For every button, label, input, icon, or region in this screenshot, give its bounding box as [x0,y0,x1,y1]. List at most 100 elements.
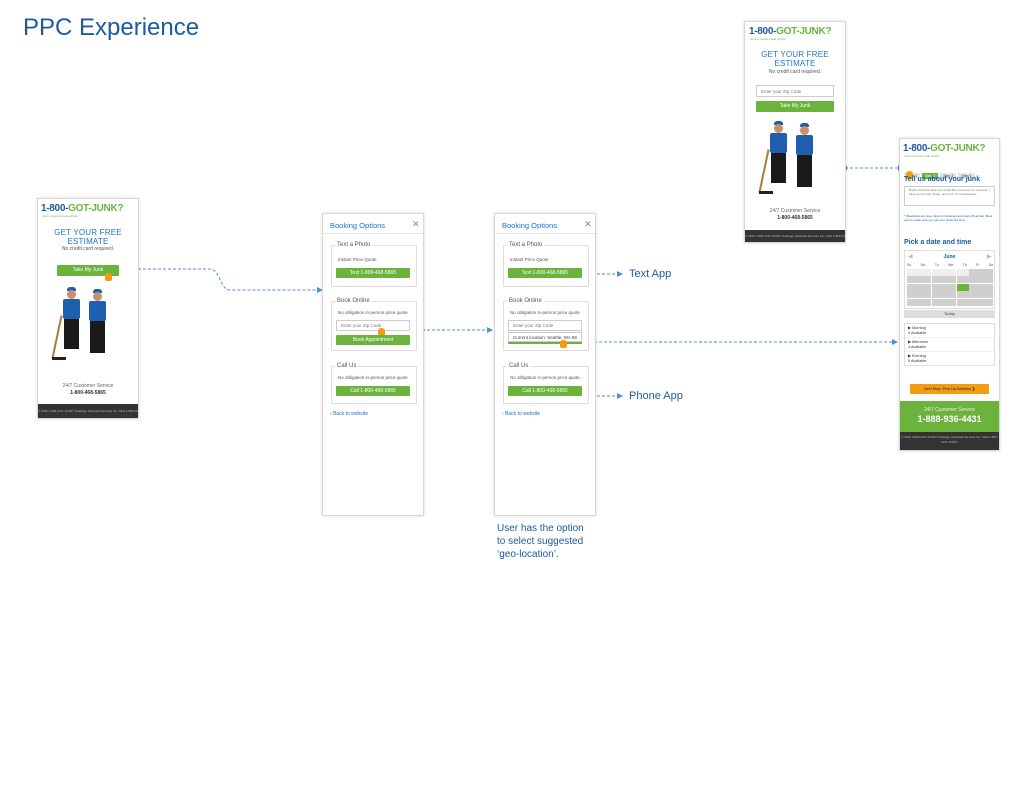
text-photo-sub: Instant Price Quote [510,257,549,262]
customer-service-label: 24/7 Customer Service [769,208,821,214]
customer-service-phone[interactable]: 1-800-468-5865 [777,215,813,221]
calendar-day[interactable] [919,291,932,299]
text-photo-title: Text a Photo [507,242,545,248]
calendar-day[interactable] [981,276,994,284]
calendar-day[interactable] [907,276,919,284]
brand-tagline: Junk removal made simple [750,37,786,41]
calendar-day[interactable] [907,298,919,306]
calendar-day[interactable] [956,283,969,291]
calendar-day[interactable] [919,269,932,276]
junk-description-textarea[interactable]: Briefly describe what you would like rem… [904,186,995,206]
calendar-day[interactable] [956,298,969,306]
calendar-day[interactable] [969,276,981,284]
step-2[interactable]: Step 2 [922,173,939,179]
calendar-day[interactable] [919,276,932,284]
schedule-screen: 1-800-GOT-JUNK? Junk removal made simple… [899,138,1000,451]
schedule-footer: © 2016 1-800-GOT-JUNK? Holdings. Disposa… [900,432,999,450]
calendar-day[interactable] [931,298,944,306]
calendar-day[interactable] [944,276,957,284]
calendar-day[interactable] [981,298,994,306]
calendar-day[interactable] [969,291,981,299]
call-number-button[interactable]: Call 1-800-468-5865 [508,386,582,396]
workers-image [758,121,831,199]
prev-month-icon[interactable]: ◀ [908,254,913,260]
calendar-day[interactable] [969,283,981,291]
step-3[interactable]: Step 3 [940,173,957,179]
cursor-hand-icon [906,171,913,179]
close-icon[interactable]: ✕ [412,219,420,229]
text-number-button[interactable]: Text 1-800-468-5865 [508,268,582,278]
calendar-day[interactable] [956,291,969,299]
call-us-option [331,366,417,404]
geo-suggestion-underline [508,342,582,344]
customer-service-phone[interactable]: 1-800-468-5865 [70,390,106,396]
text-photo-sub: Instant Price Quote [338,257,377,262]
take-my-junk-button[interactable]: Take My Junk [756,101,834,112]
brand-logo: 1-800-GOT-JUNK? [749,26,832,37]
calendar-day[interactable] [931,283,944,291]
calendar-day[interactable] [956,269,969,276]
call-number-button[interactable]: Call 1-800-468-5865 [336,386,410,396]
brand-logo: 1-800-GOT-JUNK? [41,203,124,214]
step-4[interactable]: Step 4 [958,173,975,179]
calendar-day[interactable] [931,269,944,276]
calendar-day[interactable] [944,298,957,306]
back-to-website-link[interactable]: ‹ Back to website [330,411,369,417]
text-photo-option [503,245,589,287]
estimate-heading: GET YOUR FREE ESTIMATE [54,228,122,246]
estimate-heading: GET YOUR FREE ESTIMATE [761,50,829,68]
calendar-day[interactable] [981,291,994,299]
brand-tagline: Junk removal made simple [42,214,78,218]
phone-app-label: Phone App [629,390,683,402]
back-to-website-link[interactable]: ‹ Back to website [502,411,541,417]
cursor-hand-icon [105,273,112,281]
landing-footer: © 2016 1-800-GOT-JUNK? Holdings. Disposa… [745,230,845,242]
text-app-label: Text App [629,268,672,280]
calendar-day[interactable] [907,269,919,276]
calendar-day[interactable] [969,269,981,276]
booking-header: Booking Options [330,221,386,230]
calendar-day[interactable] [956,276,969,284]
today-button[interactable]: Today [904,310,995,318]
booking-header: Booking Options [502,221,558,230]
zip-code-input[interactable]: Enter your Zip Code [508,320,582,331]
next-month-icon[interactable]: ▶ [987,254,992,260]
text-number-button[interactable]: Text 1-800-468-5865 [336,268,410,278]
calendar-day[interactable] [944,269,957,276]
service-banner: 24/7 Customer Service 1-888-936-4431 [900,401,999,432]
customer-service-label: 24/7 Customer Service [62,383,114,389]
next-step-button[interactable]: Next Step: Pick-Up Address ❯ [910,384,989,394]
calendar-day[interactable] [931,291,944,299]
geo-location-suggestion[interactable]: Current location: Seattle, WA 98 [508,332,582,342]
calendar-day[interactable] [944,283,957,291]
book-online-sub: No obligation in-person price quote [338,310,408,315]
calendar-day[interactable] [907,283,919,291]
junk-heading: Tell us about your junk [904,176,981,183]
book-online-title: Book Online [335,298,372,304]
call-us-sub: No obligation in-person price quote [510,375,580,380]
calendar-day[interactable] [931,276,944,284]
calendar-day[interactable] [981,283,994,291]
calendar-day[interactable] [919,298,932,306]
call-us-sub: No obligation in-person price quote [338,375,408,380]
book-appointment-button[interactable]: Book Appointment [336,335,410,345]
call-us-title: Call Us [507,363,531,369]
zip-code-input[interactable]: Enter your Zip Code [756,85,834,97]
close-icon[interactable]: ✕ [584,219,592,229]
geo-location-note: User has the option to select suggested … [497,523,584,560]
calendar-day[interactable] [907,291,919,299]
calendar-day[interactable] [944,291,957,299]
calendar-day[interactable] [919,283,932,291]
customer-service-phone[interactable]: 1-888-936-4431 [917,414,982,424]
calendar-day[interactable] [969,298,981,306]
page-title: PPC Experience [23,14,200,41]
zip-code-input[interactable]: Enter your Zip Code [336,320,410,331]
book-online-title: Book Online [507,298,544,304]
calendar-day[interactable] [981,269,994,276]
take-my-junk-button[interactable]: Take My Junk [57,265,119,276]
